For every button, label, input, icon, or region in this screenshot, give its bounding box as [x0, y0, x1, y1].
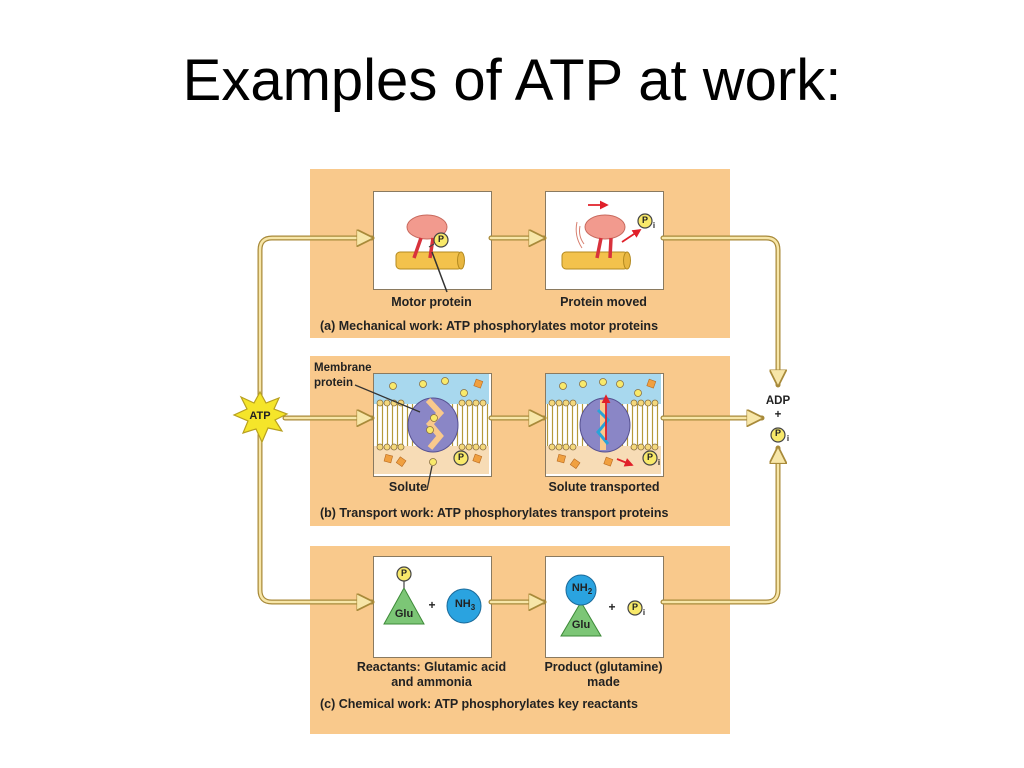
product-p-letter: P	[631, 602, 638, 612]
solute-transported-label: Solute transported	[548, 480, 660, 494]
glu-p-letter: P	[400, 568, 407, 578]
adp-plus: +	[774, 409, 782, 421]
mechanical-work-caption: (a) Mechanical work: ATP phosphorylates …	[320, 319, 659, 333]
product-label-line1: Product (glutamine)	[544, 660, 663, 674]
product-plus: +	[608, 600, 616, 614]
protein-moved-label: Protein moved	[560, 295, 647, 309]
product-p-sub: i	[642, 608, 646, 617]
atp-burst-icon	[232, 390, 289, 444]
nh2-label: NH2	[571, 582, 593, 597]
nh3-label: NH3	[454, 598, 476, 613]
adp-label: ADP	[765, 395, 791, 407]
reactants-icon	[383, 566, 482, 625]
pi-badge-icon	[770, 427, 786, 443]
slide-title: Examples of ATP at work:	[182, 48, 842, 113]
pi-letter: P	[774, 428, 781, 438]
glu-reactant-label: Glu	[394, 608, 414, 620]
atp-label: ATP	[249, 410, 271, 422]
product-label-line2: made	[587, 675, 620, 689]
reactants-label-line2: and ammonia	[391, 675, 472, 689]
glu-product-label: Glu	[571, 619, 591, 631]
product-icon	[560, 574, 643, 637]
solute-label: Solute	[388, 480, 428, 494]
membrane-before-icon	[354, 374, 489, 491]
transported-p-letter: P	[646, 452, 653, 462]
flow-arrows	[257, 238, 778, 602]
reactant-plus: +	[428, 598, 436, 612]
solute-p-letter: P	[457, 452, 464, 462]
transported-p-sub: i	[657, 458, 661, 467]
membrane-label-line2: protein	[314, 377, 353, 389]
membrane-after-icon	[546, 374, 661, 474]
protein-moved-icon	[561, 200, 653, 270]
pi-sub: i	[786, 434, 790, 443]
chemical-work-caption: (c) Chemical work: ATP phosphorylates ke…	[320, 697, 638, 711]
moved-p-sub: i	[652, 221, 656, 230]
motor-p-letter: P	[437, 234, 444, 244]
membrane-label-line1: Membrane	[314, 362, 372, 374]
moved-p-letter: P	[641, 215, 648, 225]
motor-protein-icon	[395, 214, 465, 293]
transport-work-caption: (b) Transport work: ATP phosphorylates t…	[320, 506, 669, 520]
reactants-label-line1: Reactants: Glutamic acid	[356, 660, 507, 674]
motor-protein-label: Motor protein	[391, 295, 472, 309]
